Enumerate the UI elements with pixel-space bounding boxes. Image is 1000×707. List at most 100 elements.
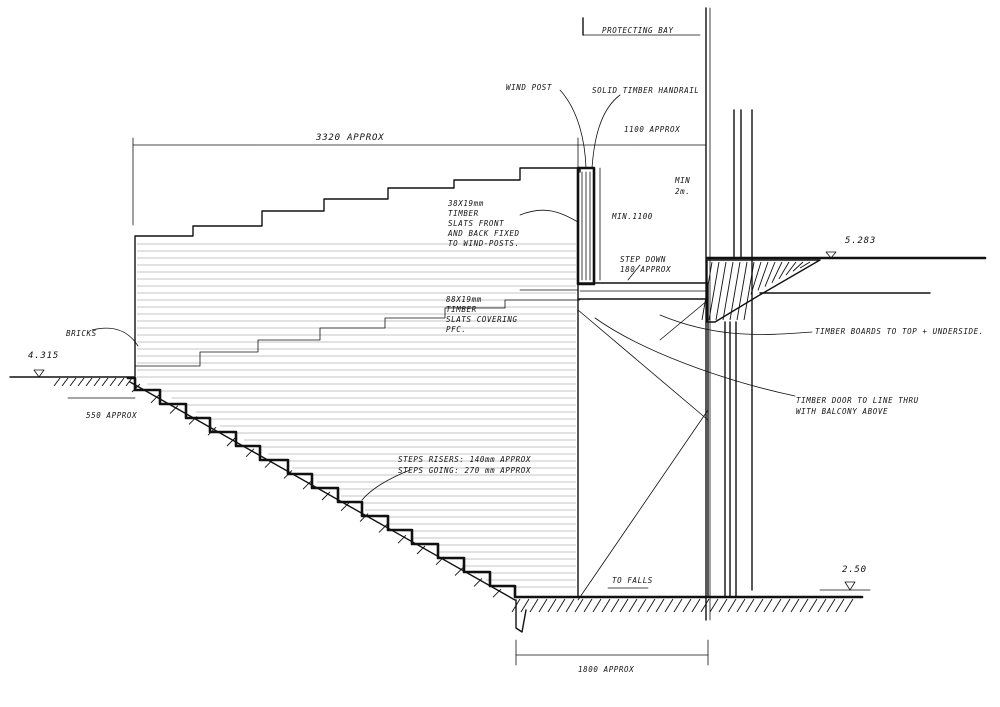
ground-hatch-stroke xyxy=(125,377,133,387)
label-step-down-1: STEP DOWN xyxy=(620,255,666,264)
ground-hatch-stroke xyxy=(619,598,629,613)
wind-post-leader xyxy=(559,89,587,169)
slab-hatch-stroke xyxy=(778,261,790,280)
label-steps-1: STEPS RISERS: 140mm APPROX xyxy=(398,455,531,464)
ground-hatch-stroke xyxy=(565,598,575,613)
stair-hatch-stroke xyxy=(359,513,369,522)
ground-hatch-stroke xyxy=(727,598,737,613)
stair-hatch-stroke xyxy=(264,459,274,468)
slab-hatch-stroke xyxy=(792,261,804,272)
stair-hatch-stroke xyxy=(416,545,426,555)
label-slats-5: TO WIND-POSTS. xyxy=(448,239,520,248)
ground-hatch-stroke xyxy=(817,598,827,613)
balcony-deck xyxy=(577,282,709,300)
ground-hatch-stroke xyxy=(592,598,602,613)
ground-hatch-stroke xyxy=(109,377,117,387)
slab-hatch xyxy=(701,261,811,321)
ground-hatch-stroke xyxy=(826,598,836,613)
ground-hatch-stroke xyxy=(610,598,620,613)
ground-hatch-stroke xyxy=(117,377,125,387)
label-bricks: BRICKS xyxy=(66,329,97,338)
label-dim-1100: 1100 APPROX xyxy=(624,125,680,134)
stair-hatch-stroke xyxy=(283,470,293,479)
stair-footing xyxy=(515,599,527,633)
slab-hatch-stroke xyxy=(771,261,783,283)
ground-left-hatch xyxy=(53,377,133,387)
ground-hatch-stroke xyxy=(547,598,557,613)
ground-hatch-stroke xyxy=(700,598,710,613)
door-top-diag xyxy=(659,299,709,341)
slats-leader xyxy=(519,209,579,223)
label-min-2m-b: 2m. xyxy=(675,187,690,196)
ground-hatch-stroke xyxy=(781,598,791,613)
label-pfc-2: TIMBER xyxy=(446,305,477,314)
ground-hatch-stroke xyxy=(754,598,764,613)
stair-hatch-stroke xyxy=(207,426,217,436)
ground-hatch-stroke xyxy=(763,598,773,613)
handrail-leader xyxy=(591,94,621,169)
label-slats-4: AND BACK FIXED xyxy=(447,229,520,238)
label-slats-2: TIMBER xyxy=(448,209,479,218)
label-steps-2: STEPS GOING: 270 mm APPROX xyxy=(398,466,531,475)
ground-hatch-stroke xyxy=(85,377,93,387)
ground-hatch-stroke xyxy=(745,598,755,613)
stair-hatch-stroke xyxy=(397,534,407,544)
stair-hatch-stroke xyxy=(245,448,255,458)
slab-hatch-stroke xyxy=(729,261,741,321)
ground-hatch-stroke xyxy=(709,598,719,613)
ground-hatch-stroke xyxy=(101,377,109,387)
stair-profile xyxy=(126,376,517,598)
label-dim-1800: 1800 APPROX xyxy=(578,665,634,674)
stair-hatch xyxy=(131,383,502,598)
ground-hatch-stroke xyxy=(77,377,85,387)
stair-hatch-stroke xyxy=(188,416,198,425)
stair-hatch-stroke xyxy=(340,502,350,512)
label-door-2: WITH BALCONY ABOVE xyxy=(796,407,888,416)
level-marker-left xyxy=(33,369,45,378)
ground-hatch-stroke xyxy=(628,598,638,613)
wall-internal-steps xyxy=(134,299,581,367)
ground-hatch-stroke xyxy=(790,598,800,613)
boards-leader xyxy=(659,314,813,335)
ground-hatch-stroke xyxy=(637,598,647,613)
stair-hatch-stroke xyxy=(378,524,388,533)
ground-hatch-stroke xyxy=(808,598,818,613)
label-dim-550: 550 APPROX xyxy=(86,411,137,420)
stair-soffit-line xyxy=(129,381,516,601)
ground-hatch-stroke xyxy=(93,377,101,387)
ground-hatch-stroke xyxy=(682,598,692,613)
ground-hatch-stroke xyxy=(520,598,530,613)
label-min-1100: MIN.1100 xyxy=(611,212,653,221)
ground-hatch-stroke xyxy=(556,598,566,613)
level-marker-right-bottom xyxy=(844,581,856,591)
ground-hatch-stroke xyxy=(646,598,656,613)
ground-hatch-stroke xyxy=(664,598,674,613)
ground-hatch-stroke xyxy=(799,598,809,613)
label-handrail: SOLID TIMBER HANDRAIL xyxy=(592,86,699,95)
label-level-right-bottom: 2.50 xyxy=(842,565,867,575)
ground-hatch-stroke xyxy=(69,377,77,387)
label-pfc-1: 88X19mm xyxy=(446,295,482,304)
stair-hatch-stroke xyxy=(492,588,502,598)
slab-hatch-stroke xyxy=(722,261,734,321)
level-marker-right-top xyxy=(825,251,837,259)
step-down-arrow xyxy=(627,264,641,281)
label-level-right-top: 5.283 xyxy=(845,236,876,246)
ground-hatch-stroke xyxy=(835,598,845,613)
label-step-down-2: 180 APPROX xyxy=(620,265,671,274)
wall-stepped-top-outline xyxy=(134,167,581,377)
stair-hatch-stroke xyxy=(226,437,236,447)
ground-hatch-stroke xyxy=(844,598,854,613)
ground-hatch-stroke xyxy=(772,598,782,613)
ground-hatch-stroke xyxy=(691,598,701,613)
ground-hatch-stroke xyxy=(736,598,746,613)
ground-hatch-stroke xyxy=(601,598,611,613)
slab-hatch-stroke xyxy=(785,261,797,276)
ground-hatch-stroke xyxy=(673,598,683,613)
ground-hatch-stroke xyxy=(583,598,593,613)
ground-hatch-stroke xyxy=(718,598,728,613)
slab-hatch-stroke xyxy=(764,261,776,287)
label-door-1: TIMBER DOOR TO LINE THRU xyxy=(796,396,919,405)
stair-hatch-stroke xyxy=(150,394,160,404)
stair-hatch-stroke xyxy=(131,383,141,393)
